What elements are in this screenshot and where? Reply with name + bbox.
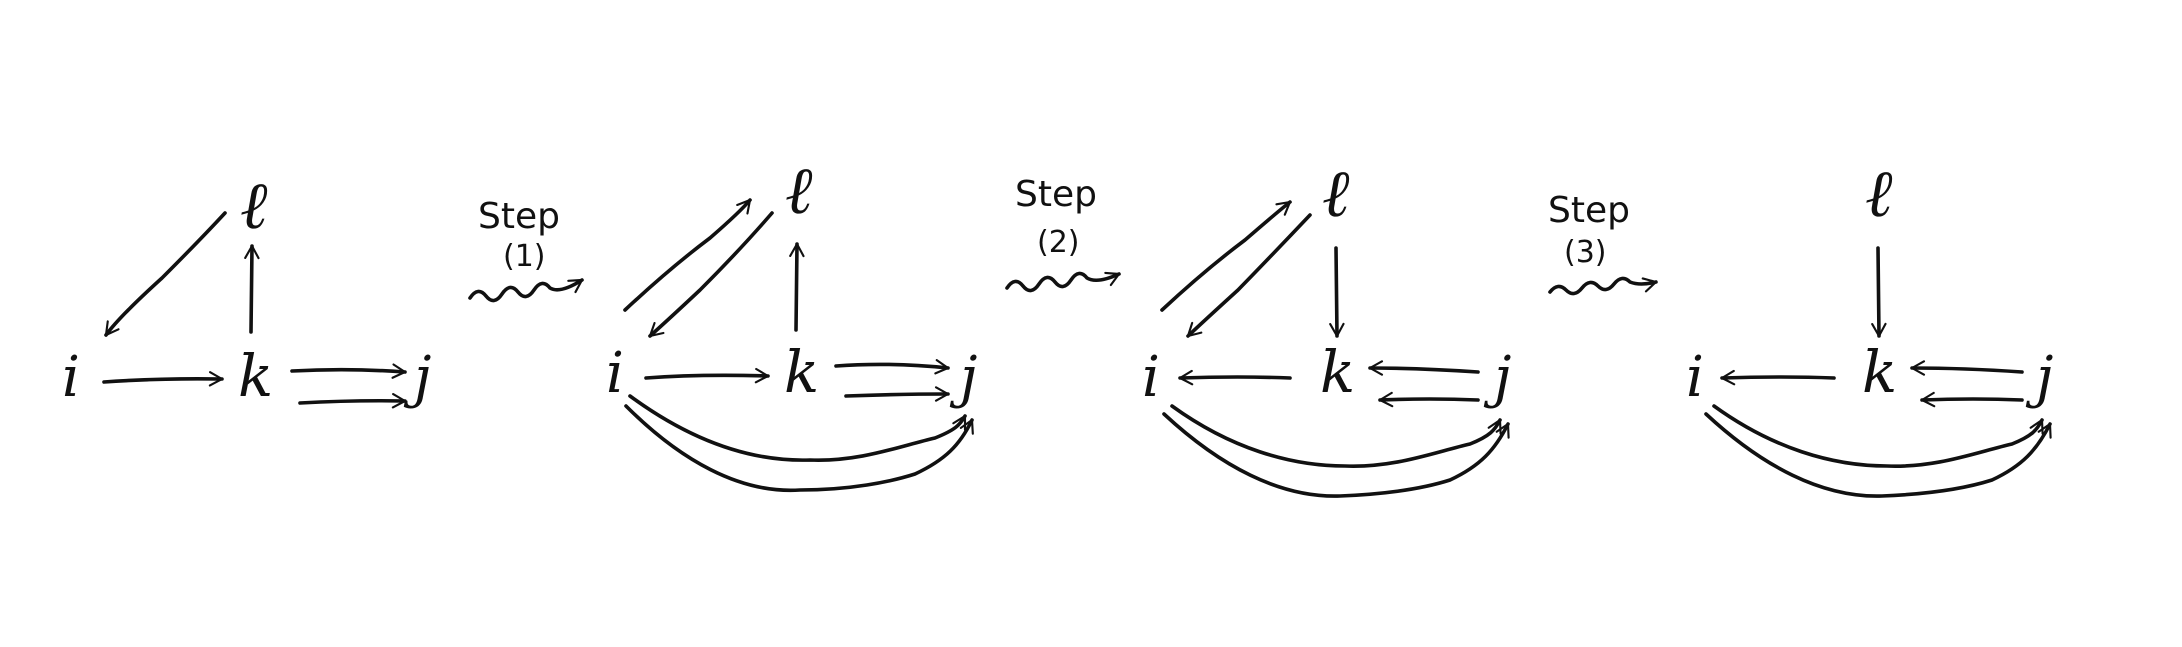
- node-k-label: k: [1320, 338, 1355, 406]
- edge-l-to-i: [648, 211, 774, 338]
- edge-i-to-j-curve-inner: [1170, 404, 1502, 468]
- edge-k-to-i: [1178, 369, 1292, 386]
- edge-l-to-k: [1329, 246, 1345, 338]
- edge-i-to-k: [102, 371, 224, 387]
- graph-initial: ℓ i k j: [62, 167, 431, 410]
- node-k-label: k: [238, 342, 273, 410]
- edge-k-to-j-lower: [844, 386, 950, 402]
- node-i-label: i: [1686, 345, 1704, 410]
- node-j-label: j: [2025, 345, 2053, 410]
- step-1-number: (1): [503, 239, 546, 274]
- edge-j-to-k-upper: [1910, 360, 2024, 376]
- edge-l-to-i: [1186, 213, 1312, 338]
- edge-i-to-l: [1160, 200, 1292, 312]
- edge-i-to-j-curve-inner: [628, 394, 967, 462]
- squiggle-arrow-1: [468, 278, 584, 303]
- edge-k-to-i: [1720, 369, 1836, 386]
- graph-after-step-3: ℓ i k j: [1686, 155, 2053, 498]
- step-3-word: Step: [1548, 190, 1630, 231]
- edge-k-to-j-upper: [290, 363, 407, 379]
- edge-k-to-j-upper: [834, 359, 950, 375]
- node-l-label: ℓ: [240, 167, 268, 244]
- node-l-label: ℓ: [1322, 155, 1350, 232]
- node-k-label: k: [784, 338, 819, 406]
- node-j-label: j: [403, 345, 431, 410]
- edge-i-to-l: [623, 198, 752, 312]
- edge-j-to-k-lower: [1920, 391, 2024, 408]
- step-3-number: (3): [1564, 235, 1607, 270]
- step-2-arrow: Step (2): [1005, 174, 1121, 293]
- graph-after-step-2: ℓ i k j: [1142, 155, 1511, 498]
- step-1-word: Step: [478, 196, 560, 237]
- step-2-word: Step: [1015, 174, 1097, 215]
- edge-k-to-l: [244, 244, 260, 334]
- edge-k-to-l: [789, 242, 805, 332]
- step-1-arrow: Step (1): [468, 196, 584, 303]
- edge-i-to-j-curve-outer: [1704, 412, 2052, 498]
- node-k-label: k: [1862, 338, 1897, 406]
- node-i-label: i: [62, 345, 80, 410]
- squiggle-arrow-2: [1005, 271, 1121, 293]
- step-2-number: (2): [1037, 225, 1080, 260]
- node-i-label: i: [606, 341, 624, 406]
- node-l-label: ℓ: [1865, 155, 1893, 232]
- step-3-arrow: Step (3): [1548, 190, 1658, 296]
- node-l-label: ℓ: [785, 152, 813, 229]
- edge-l-to-i: [104, 211, 227, 337]
- edge-k-to-j-lower: [298, 393, 407, 409]
- node-j-label: j: [949, 345, 977, 410]
- edge-i-to-j-curve-outer: [1162, 412, 1510, 498]
- graph-after-step-1: ℓ i k j: [606, 152, 977, 493]
- node-i-label: i: [1142, 345, 1160, 410]
- edge-i-to-j-curve-outer: [624, 404, 974, 493]
- edge-l-to-k: [1871, 246, 1887, 338]
- node-j-label: j: [1483, 345, 1511, 410]
- edge-i-to-j-curve-inner: [1712, 404, 2044, 468]
- edge-j-to-k-upper: [1368, 360, 1480, 376]
- squiggle-arrow-3: [1548, 276, 1658, 296]
- edge-i-to-k: [644, 367, 770, 384]
- edge-j-to-k-lower: [1378, 391, 1480, 408]
